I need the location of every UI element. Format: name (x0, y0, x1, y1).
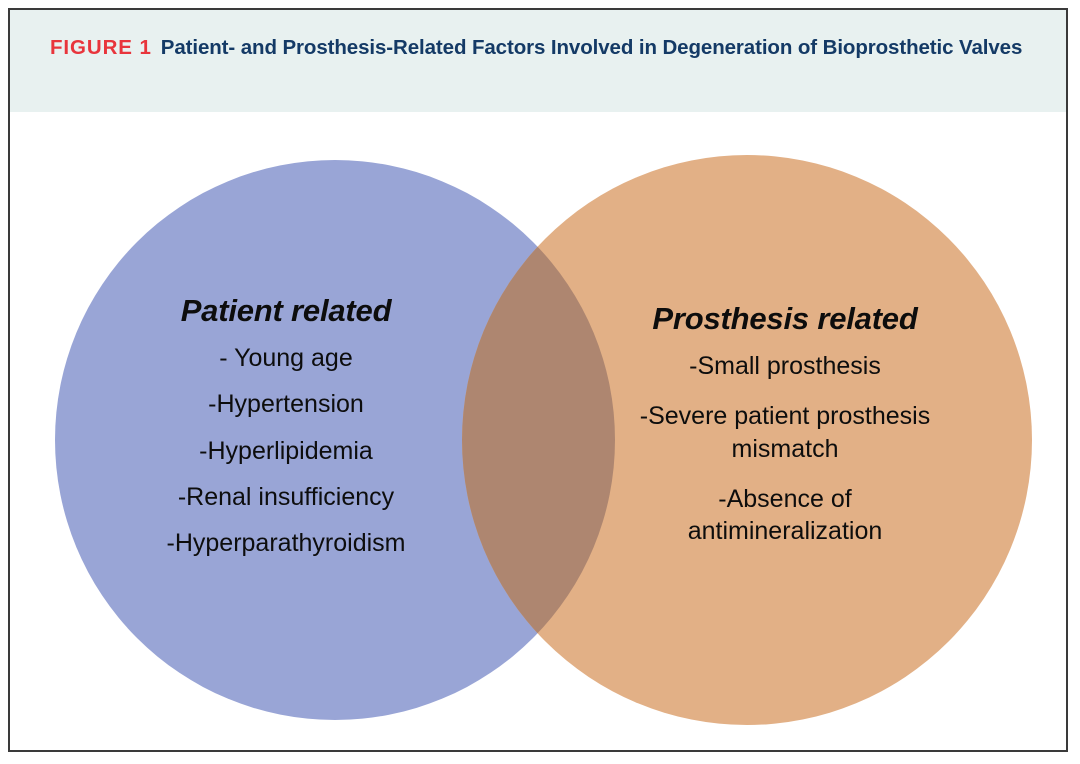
figure-caption-text: Patient- and Prosthesis-Related Factors … (160, 36, 1023, 59)
figure-caption: FIGURE 1 Patient- and Prosthesis-Related … (50, 32, 1026, 64)
patient-factor-hyperparathyroidism: -Hyperparathyroidism (166, 529, 406, 558)
prosthesis-related-title: Prosthesis related (652, 301, 918, 336)
patient-factor-hypertension: -Hypertension (208, 390, 364, 419)
patient-related-title: Patient related (180, 293, 392, 328)
venn-diagram: Patient related - Young age -Hypertensio… (10, 112, 1066, 750)
figure-caption-band: FIGURE 1 Patient- and Prosthesis-Related … (10, 10, 1066, 112)
prosthesis-factor-small-prosthesis: -Small prosthesis (689, 352, 881, 381)
prosthesis-factor-patient-prosthesis-mismatch: -Severe patient prosthesis mismatch (639, 402, 931, 463)
prosthesis-factor-absence-antimineralization: -Absence of antimineralization (687, 484, 883, 546)
figure-frame: FIGURE 1 Patient- and Prosthesis-Related … (8, 8, 1068, 752)
figure-number-label: FIGURE 1 (50, 36, 152, 59)
venn-circle-prosthesis (462, 155, 1032, 725)
patient-related-group: Patient related - Young age -Hypertensio… (113, 293, 459, 559)
patient-factor-renal-insufficiency: -Renal insufficiency (177, 482, 395, 511)
venn-circle-patient (55, 160, 615, 720)
prosthesis-related-group: Prosthesis related -Small prosthesis -Se… (602, 301, 968, 565)
patient-factor-young-age: - Young age (219, 344, 353, 373)
venn-shapes (55, 155, 1032, 725)
patient-factor-hyperlipidemia: -Hyperlipidemia (199, 436, 373, 465)
